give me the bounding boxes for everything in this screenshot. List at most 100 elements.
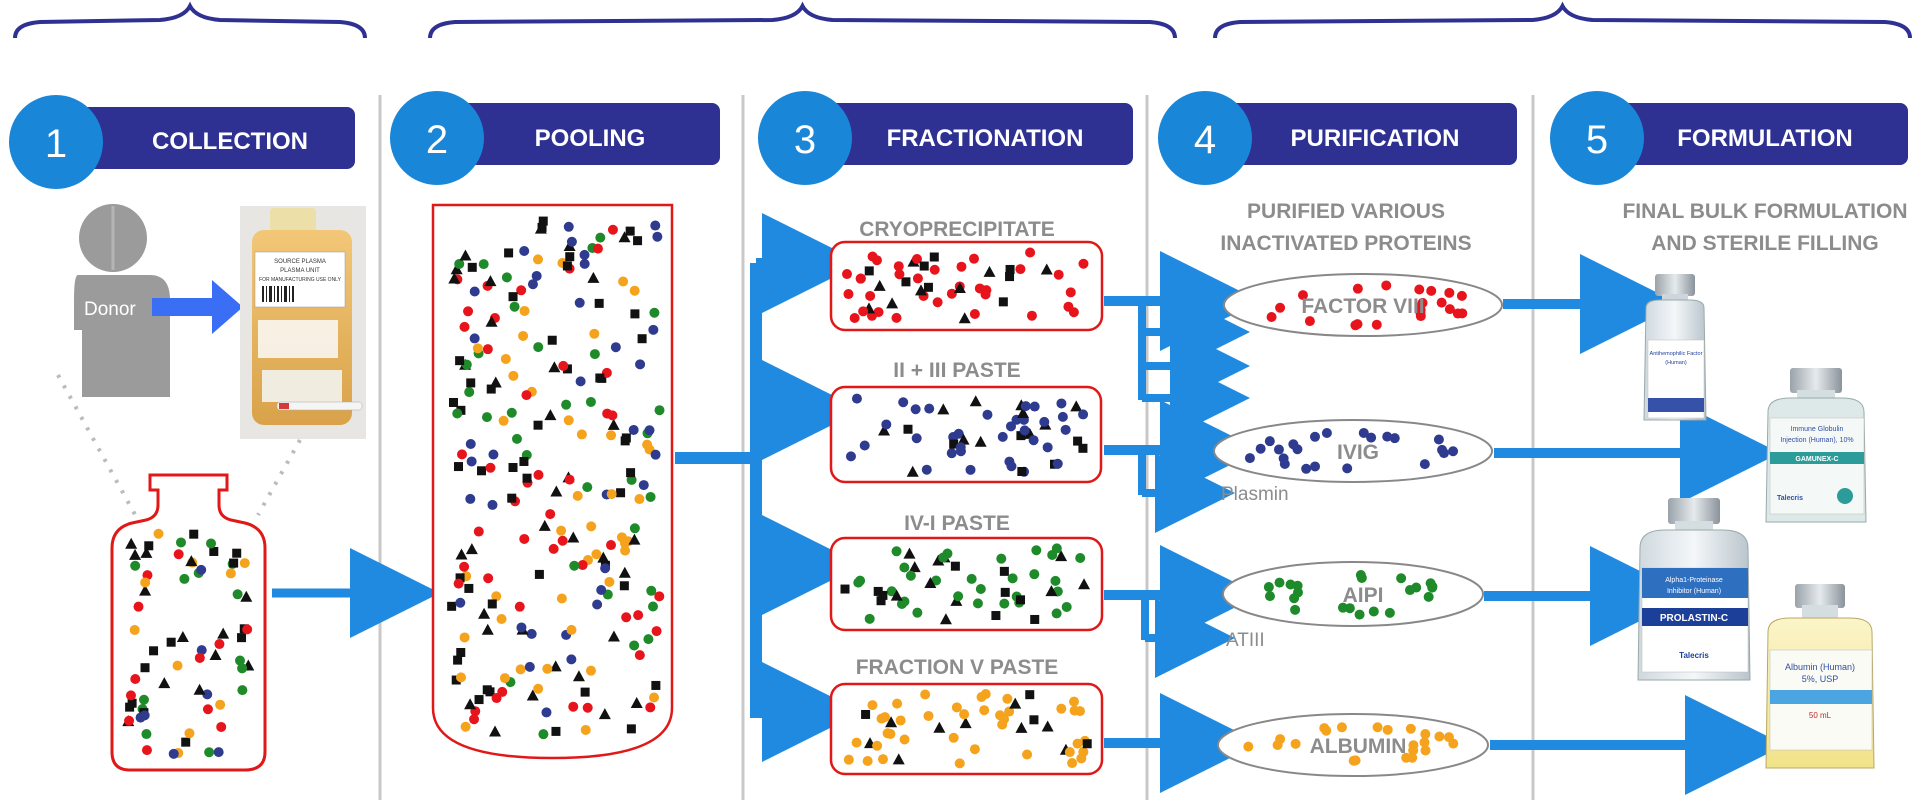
- particle-protein: [1342, 463, 1353, 474]
- particle-square: [1030, 614, 1040, 624]
- particle-protein: [953, 428, 964, 439]
- particle-triangle: [465, 543, 478, 555]
- particle-protein: [920, 689, 931, 700]
- particle-protein: [654, 405, 665, 416]
- bottle-label-text: FOR MANUFACTURING USE ONLY: [259, 277, 342, 283]
- particle-protein: [591, 549, 602, 560]
- particle-protein: [133, 601, 144, 612]
- particle-triangle: [1055, 550, 1068, 562]
- particle-triangle: [572, 670, 585, 682]
- particle-protein: [234, 655, 245, 666]
- particle-protein: [865, 290, 876, 301]
- particle-square: [144, 541, 154, 551]
- particle-square: [949, 439, 959, 449]
- particle-protein: [1448, 738, 1459, 749]
- particle-triangle: [618, 566, 631, 578]
- particle-triangle: [1045, 585, 1058, 597]
- particle-protein: [1275, 302, 1286, 313]
- particle-protein: [1444, 304, 1455, 315]
- particle-protein: [592, 243, 603, 254]
- particle-triangle: [209, 648, 222, 660]
- particle-square: [467, 262, 477, 272]
- particle-protein: [129, 624, 140, 635]
- particle-square: [1017, 467, 1027, 477]
- particle-protein: [1310, 461, 1321, 472]
- particle-protein: [585, 665, 596, 676]
- particle-protein: [499, 673, 510, 684]
- particle-square: [474, 695, 484, 705]
- particle-triangle: [890, 589, 903, 601]
- particle-triangle: [240, 590, 253, 602]
- particle-protein: [899, 734, 910, 745]
- particle-square: [901, 277, 911, 287]
- particle-protein: [893, 261, 904, 272]
- particle-triangle: [485, 315, 498, 327]
- step-banner: [50, 107, 355, 169]
- particle-triangle: [478, 607, 491, 619]
- particle-protein: [516, 622, 527, 633]
- particle-protein: [206, 538, 217, 549]
- particle-protein: [455, 597, 466, 608]
- particle-protein: [589, 349, 600, 360]
- particle-square: [504, 248, 514, 258]
- vial-label-text: GAMUNEX-C: [1795, 456, 1838, 463]
- particle-protein: [864, 613, 875, 624]
- particle-protein: [452, 408, 463, 419]
- particle-square: [621, 433, 631, 443]
- projection-line: [256, 439, 302, 516]
- step-banner: [420, 103, 720, 165]
- particle-protein: [453, 578, 464, 589]
- particle-triangle: [448, 272, 461, 284]
- particle-triangle: [125, 537, 138, 549]
- particle-protein: [216, 721, 227, 732]
- particle-protein: [644, 425, 655, 436]
- particle-protein: [905, 570, 916, 581]
- particle-square: [998, 297, 1008, 307]
- particle-protein: [1273, 444, 1284, 455]
- particle-protein: [472, 343, 483, 354]
- particle-triangle: [489, 725, 502, 737]
- particle-protein: [141, 745, 152, 756]
- particle-square: [1016, 595, 1026, 605]
- particle-protein: [879, 712, 890, 723]
- particle-protein: [526, 628, 537, 639]
- particle-square: [562, 261, 572, 271]
- particle-protein: [1456, 290, 1467, 301]
- particle-protein: [969, 253, 980, 264]
- purification-to-formulation-arrows: [1484, 254, 1785, 795]
- particle-protein: [482, 344, 493, 355]
- side-product-label: Plasmin: [1221, 484, 1289, 505]
- particle-triangle: [587, 271, 600, 283]
- particle-protein: [1405, 723, 1416, 734]
- particle-protein: [969, 308, 980, 319]
- particle-square: [487, 599, 497, 609]
- particle-protein: [1389, 433, 1400, 444]
- particle-protein: [646, 585, 657, 596]
- particle-protein: [469, 286, 480, 297]
- particle-protein: [1065, 287, 1076, 298]
- step-title: COLLECTION: [152, 128, 308, 155]
- particle-protein: [1076, 753, 1087, 764]
- particle-protein: [538, 729, 549, 740]
- particle-protein: [946, 448, 957, 459]
- particle-protein: [932, 297, 943, 308]
- particle-protein: [1051, 543, 1062, 554]
- particle-square: [876, 596, 886, 606]
- particle-protein: [959, 709, 970, 720]
- particle-protein: [995, 710, 1006, 721]
- particle-protein: [1368, 606, 1379, 617]
- particle-protein: [634, 494, 645, 505]
- particle-protein: [1029, 569, 1040, 580]
- particle-protein: [579, 258, 590, 269]
- particle-protein: [524, 661, 535, 672]
- particle-protein: [645, 702, 656, 713]
- vial-label-text: Talecris: [1679, 651, 1709, 660]
- particle-protein: [953, 591, 964, 602]
- particle-protein: [898, 397, 909, 408]
- particle-protein: [1371, 319, 1382, 330]
- particle-square: [1016, 431, 1026, 441]
- particle-protein: [924, 403, 935, 414]
- particle-protein: [899, 562, 910, 573]
- particle-triangle: [959, 717, 972, 729]
- donor-label: Donor: [84, 299, 136, 320]
